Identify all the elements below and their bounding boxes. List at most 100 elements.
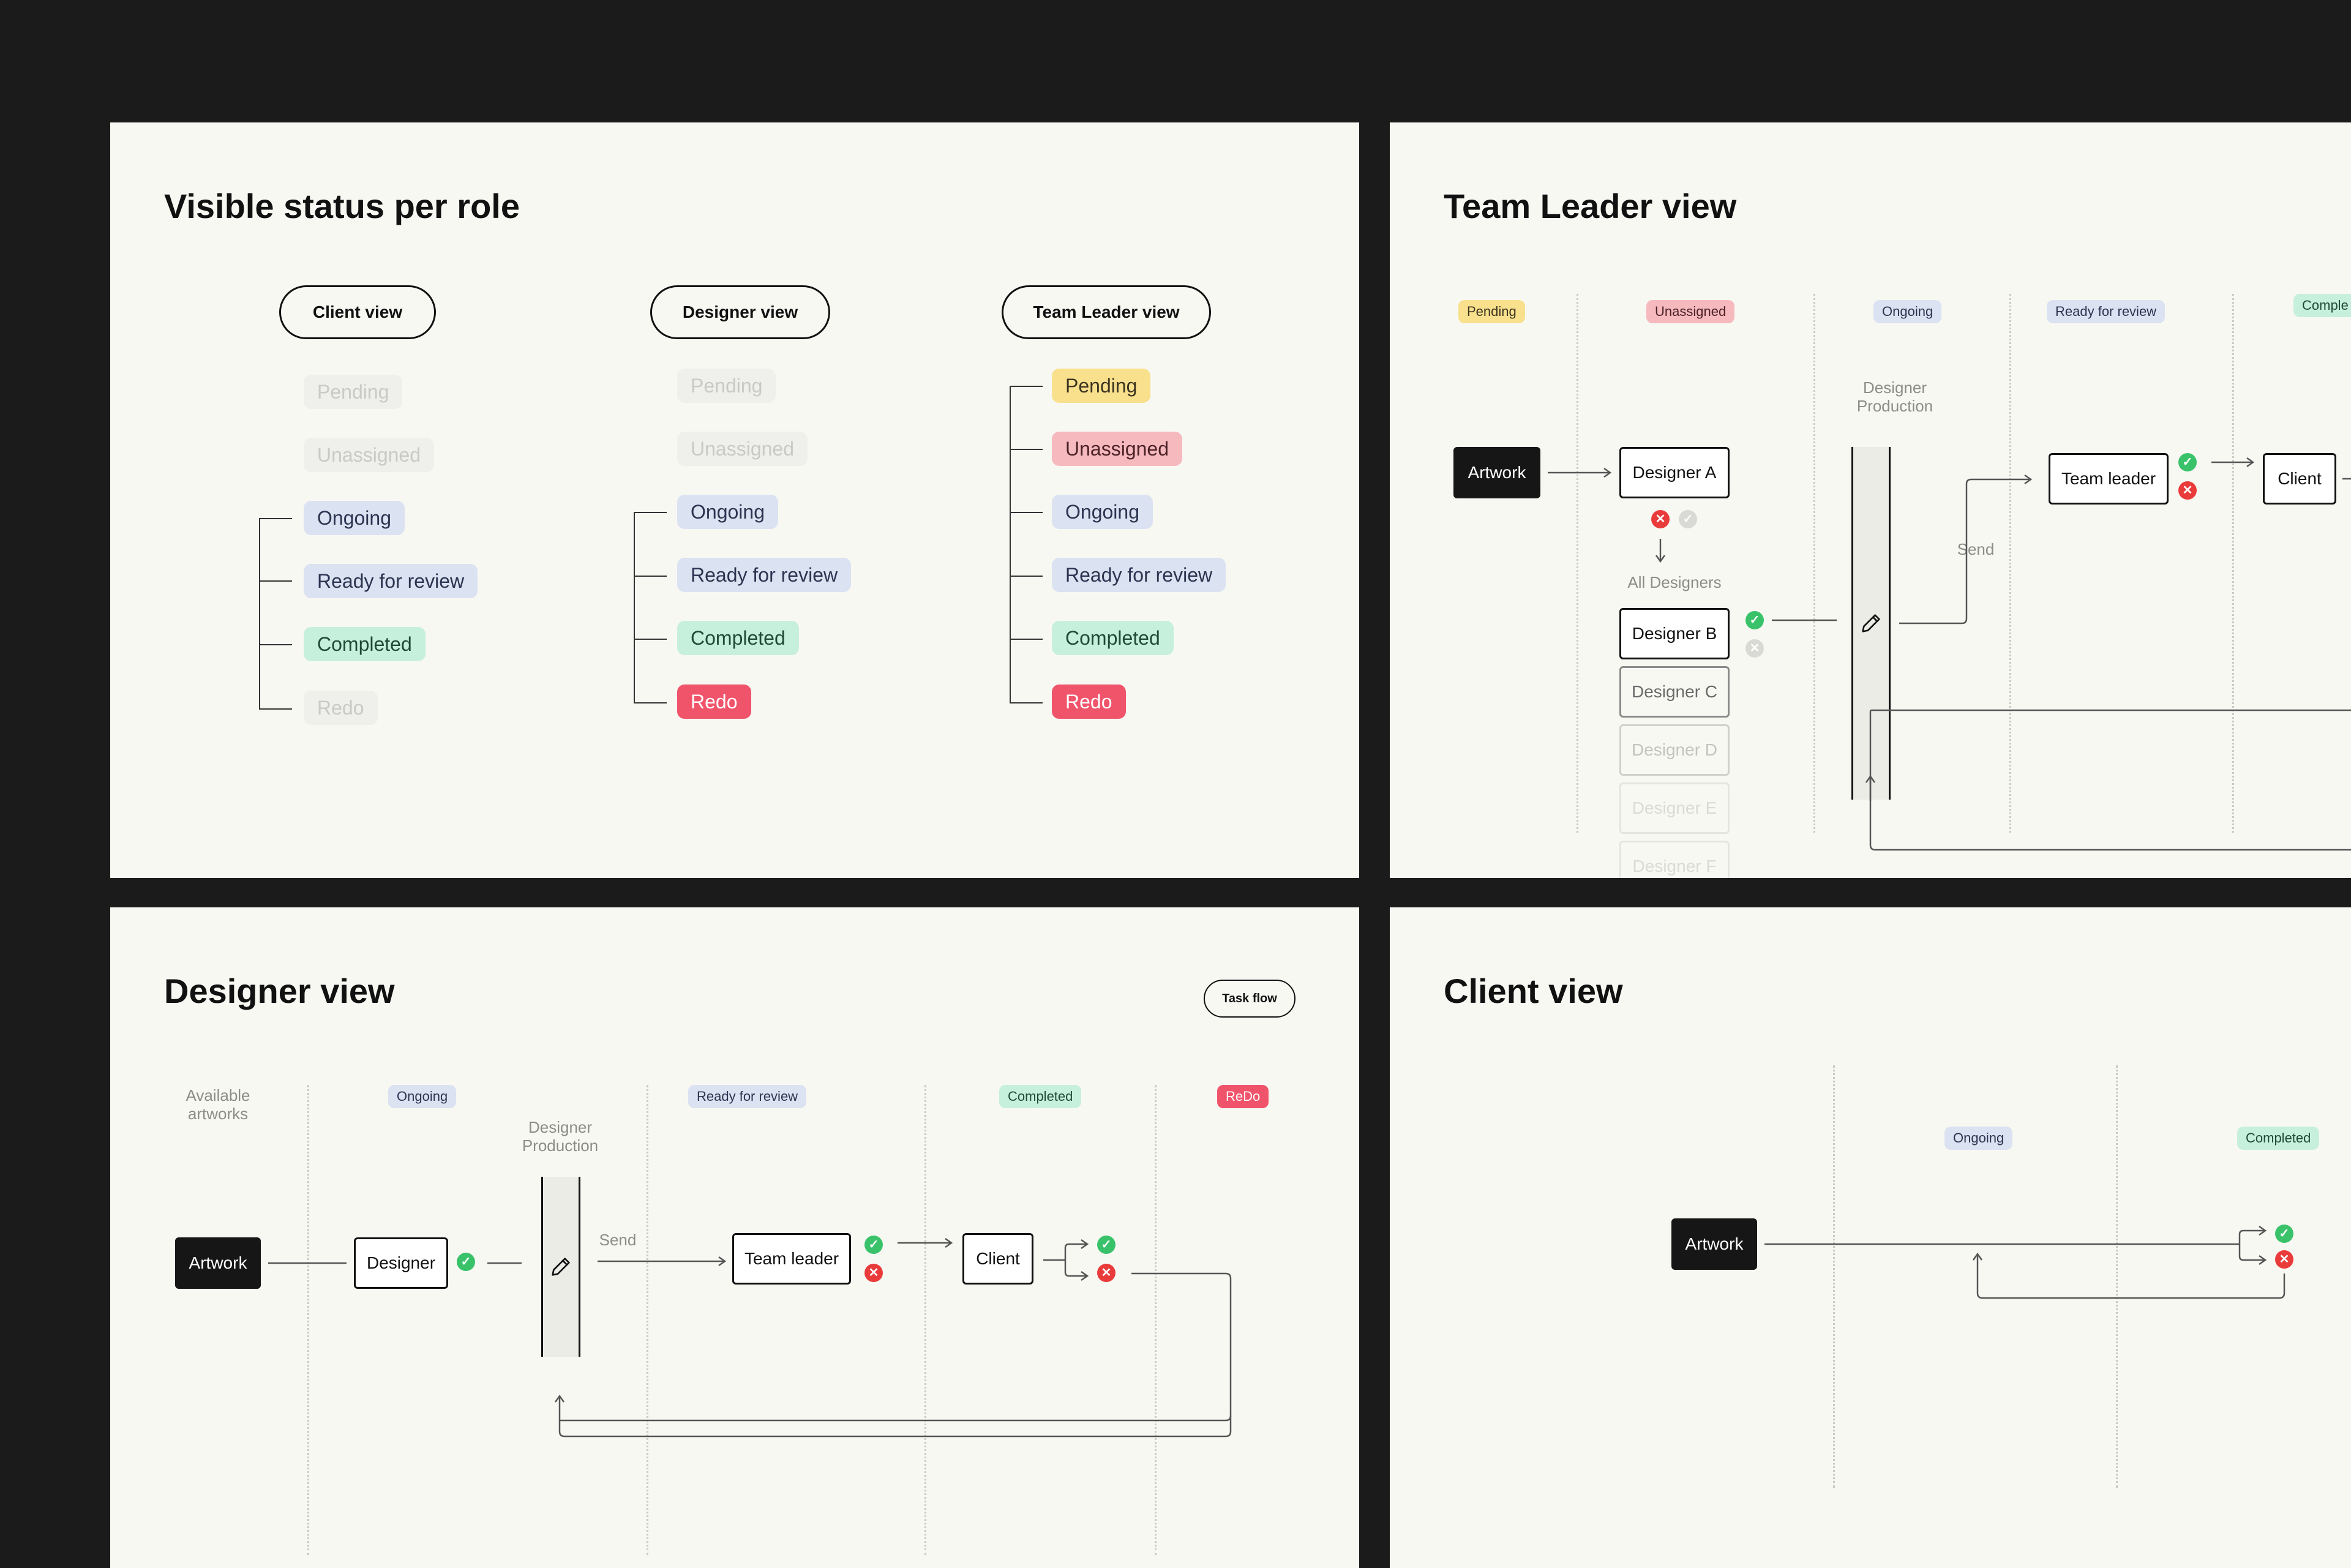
team-leader-tree-line xyxy=(1010,386,1011,703)
designer-f-box[interactable]: Designer F xyxy=(1619,841,1730,878)
column-tag-ongoing: Ongoing xyxy=(1944,1127,2013,1150)
task-flow-button[interactable]: Task flow xyxy=(1204,980,1295,1018)
column-divider xyxy=(647,1085,648,1555)
column-tag-redo: ReDo xyxy=(1217,1085,1269,1108)
designer-d-box[interactable]: Designer D xyxy=(1619,724,1730,776)
reject-icon[interactable]: ✕ xyxy=(2178,481,2197,500)
designer-production-bar xyxy=(541,1177,580,1357)
status-tag-redo: Redo xyxy=(304,691,378,725)
panel-title: Designer view xyxy=(164,972,395,1010)
client-tree-branch xyxy=(259,518,292,519)
designer-b-box[interactable]: Designer B xyxy=(1619,608,1730,659)
column-tag-ready-for-review: Ready for review xyxy=(688,1085,807,1108)
status-tag-redo: Redo xyxy=(1052,685,1126,719)
status-tag-pending: Pending xyxy=(304,375,403,409)
designer-a-box[interactable]: Designer A xyxy=(1619,447,1730,498)
column-divider xyxy=(1155,1085,1157,1555)
status-tag-ongoing: Ongoing xyxy=(677,495,778,529)
approve-icon[interactable]: ✓ xyxy=(1679,510,1697,528)
reject-icon[interactable]: ✕ xyxy=(1097,1264,1116,1282)
status-tag-completed: Completed xyxy=(304,627,426,661)
team-leader-box[interactable]: Team leader xyxy=(2049,453,2169,505)
client-tree-branch xyxy=(259,708,292,710)
approve-icon[interactable]: ✓ xyxy=(1745,611,1764,629)
team-leader-tree-branch xyxy=(1010,386,1043,387)
team-leader-tree-branch xyxy=(1010,576,1043,577)
column-divider xyxy=(2116,1065,2118,1488)
client-tree-branch xyxy=(259,580,292,582)
status-tag-pending: Pending xyxy=(677,369,776,403)
column-divider xyxy=(307,1085,309,1555)
send-label: Send xyxy=(599,1231,637,1249)
team-leader-box[interactable]: Team leader xyxy=(732,1233,851,1285)
column-tag-ongoing: Ongoing xyxy=(388,1085,457,1108)
team-leader-tree-branch xyxy=(1010,639,1043,640)
column-divider xyxy=(924,1085,926,1555)
client-box[interactable]: Client xyxy=(2263,453,2336,505)
pencil-icon xyxy=(1862,614,1880,632)
approve-icon[interactable]: ✓ xyxy=(2178,453,2197,471)
designer-box[interactable]: Designer xyxy=(354,1237,448,1289)
status-per-role-panel: Visible status per role Client view Pend… xyxy=(110,122,1359,878)
pencil-icon xyxy=(552,1258,570,1276)
status-tag-unassigned: Unassigned xyxy=(304,438,434,472)
reject-icon[interactable]: ✕ xyxy=(2275,1250,2293,1269)
panel-title: Client view xyxy=(1444,972,1623,1010)
status-tag-ready-for-review: Ready for review xyxy=(304,564,478,598)
column-tag-unassigned: Unassigned xyxy=(1646,300,1735,323)
column-divider xyxy=(1577,294,1578,833)
client-view-pill[interactable]: Client view xyxy=(279,285,436,339)
status-tag-ongoing: Ongoing xyxy=(304,501,405,535)
approve-icon[interactable]: ✓ xyxy=(2275,1225,2293,1243)
designer-tree-branch xyxy=(634,512,667,513)
reject-icon[interactable]: ✕ xyxy=(1745,639,1764,658)
artwork-box[interactable]: Artwork xyxy=(1453,447,1540,498)
approve-icon[interactable]: ✓ xyxy=(1097,1236,1116,1254)
artwork-box[interactable]: Artwork xyxy=(1671,1218,1757,1270)
reject-icon[interactable]: ✕ xyxy=(1651,510,1670,528)
client-tree-branch xyxy=(259,644,292,645)
team-leader-view-pill[interactable]: Team Leader view xyxy=(1002,285,1211,339)
column-divider xyxy=(1833,1065,1835,1488)
designer-c-box[interactable]: Designer C xyxy=(1619,666,1730,718)
column-tag-pending: Pending xyxy=(1458,300,1525,323)
column-tag-ready-for-review: Ready for review xyxy=(2047,300,2165,323)
all-designers-label: All Designers xyxy=(1627,573,1722,591)
column-tag-completed: Comple xyxy=(2293,294,2351,317)
panel-title: Team Leader view xyxy=(1444,187,1737,225)
designer-tree-branch xyxy=(634,639,667,640)
column-divider xyxy=(1813,294,1815,833)
designer-tree-branch xyxy=(634,702,667,703)
status-tag-unassigned: Unassigned xyxy=(677,432,808,466)
client-view-panel: Client view Ongoing Completed Artwork ✓ … xyxy=(1390,907,2351,1568)
designer-view-panel: Designer view Task flow Available artwor… xyxy=(110,907,1359,1568)
reject-icon[interactable]: ✕ xyxy=(864,1264,883,1282)
status-tag-ongoing: Ongoing xyxy=(1052,495,1153,529)
designer-tree-branch xyxy=(634,576,667,577)
client-box[interactable]: Client xyxy=(962,1233,1033,1285)
status-tag-completed: Completed xyxy=(1052,621,1174,655)
artwork-box[interactable]: Artwork xyxy=(175,1237,261,1289)
production-label: Designer Production xyxy=(1856,378,1933,415)
status-tag-ready-for-review: Ready for review xyxy=(1052,558,1226,592)
panel-title: Visible status per role xyxy=(164,187,520,225)
designer-production-bar xyxy=(1851,447,1891,800)
column-tag-completed: Completed xyxy=(999,1085,1082,1108)
designer-view-pill[interactable]: Designer view xyxy=(650,285,830,339)
designer-tree-line xyxy=(634,512,635,703)
team-leader-tree-branch xyxy=(1010,702,1043,703)
client-tree-line xyxy=(259,518,260,709)
column-divider xyxy=(2232,294,2234,833)
team-leader-tree-branch xyxy=(1010,512,1043,513)
designer-e-box[interactable]: Designer E xyxy=(1619,782,1730,834)
status-tag-completed: Completed xyxy=(677,621,799,655)
approve-icon[interactable]: ✓ xyxy=(457,1253,475,1271)
production-label: Designer Production xyxy=(522,1118,599,1155)
status-tag-unassigned: Unassigned xyxy=(1052,432,1182,466)
status-tag-pending: Pending xyxy=(1052,369,1151,403)
approve-icon[interactable]: ✓ xyxy=(864,1236,883,1254)
column-divider xyxy=(2009,294,2011,833)
send-label: Send xyxy=(1957,540,1995,558)
team-leader-view-panel: Team Leader view Pending Unassigned Ongo… xyxy=(1390,122,2351,878)
status-tag-redo: Redo xyxy=(677,685,751,719)
